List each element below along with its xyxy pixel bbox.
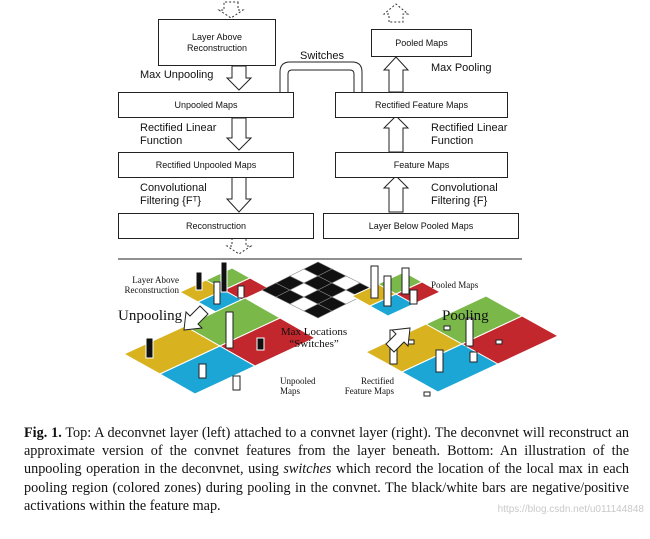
label-switches: Switches (300, 50, 345, 62)
box-layer-above-reconstruction: Layer Above Reconstruction (158, 19, 276, 66)
box-pooled-maps: Pooled Maps (371, 29, 472, 57)
dashed-top-left-arrow (217, 1, 245, 19)
label-pooling: Pooling (442, 308, 489, 324)
right-up-arrows (382, 56, 410, 213)
box-reconstruction: Reconstruction (118, 213, 314, 239)
label-rectified-linear-right: Rectified Linear Function (431, 122, 508, 147)
figure-caption: Fig. 1. Top: A deconvnet layer (left) at… (24, 424, 629, 515)
box-layer-below-pooled-maps: Layer Below Pooled Maps (323, 213, 519, 239)
label-rectified-linear-left: Rectified Linear Function (140, 122, 217, 147)
label-conv-filtering-right: Convolutional Filtering {F} (431, 182, 498, 207)
box-rectified-feature-maps: Rectified Feature Maps (335, 92, 508, 118)
label-max-unpooling: Max Unpooling (140, 69, 214, 81)
label-max-pooling: Max Pooling (431, 62, 492, 74)
grid-pooled (350, 265, 442, 317)
watermark: https://blog.csdn.net/u011144848 (497, 504, 644, 515)
box-unpooled-maps: Unpooled Maps (118, 92, 294, 118)
label-pooled-maps-bottom: Pooled Maps (431, 280, 479, 290)
caption-switches: switches (283, 461, 332, 478)
box-feature-maps: Feature Maps (335, 152, 508, 178)
label-bottom-layer-above: Layer Above Reconstruction (124, 275, 180, 295)
left-down-arrows (225, 65, 253, 213)
label-unpooling: Unpooling (118, 308, 183, 324)
dashed-bottom-left-arrow (225, 238, 253, 255)
label-rectified-feature-maps-bottom: Rectified Feature Maps (344, 376, 394, 396)
grid-layer-above (178, 261, 270, 313)
dashed-top-right-arrow (382, 3, 410, 23)
grid-unpooled (122, 297, 317, 395)
switches-grid (261, 261, 375, 319)
label-max-locations: Max Locations “Switches” (280, 326, 348, 350)
caption-text-1: Top: A deconvnet layer (left) attached t… (24, 425, 629, 478)
grid-rectified-feature (364, 295, 560, 397)
label-unpooled-maps-bottom: Unpooled Maps (280, 376, 316, 396)
diagonal-arrows (183, 305, 411, 353)
caption-fig-number: Fig. 1. (24, 425, 62, 441)
box-rectified-unpooled-maps: Rectified Unpooled Maps (118, 152, 294, 178)
label-conv-filtering-left: Convolutional Filtering {Fᵀ} (140, 182, 207, 207)
caption-text-2: which record the location of the local m… (24, 461, 630, 514)
switches-connector (279, 61, 363, 92)
